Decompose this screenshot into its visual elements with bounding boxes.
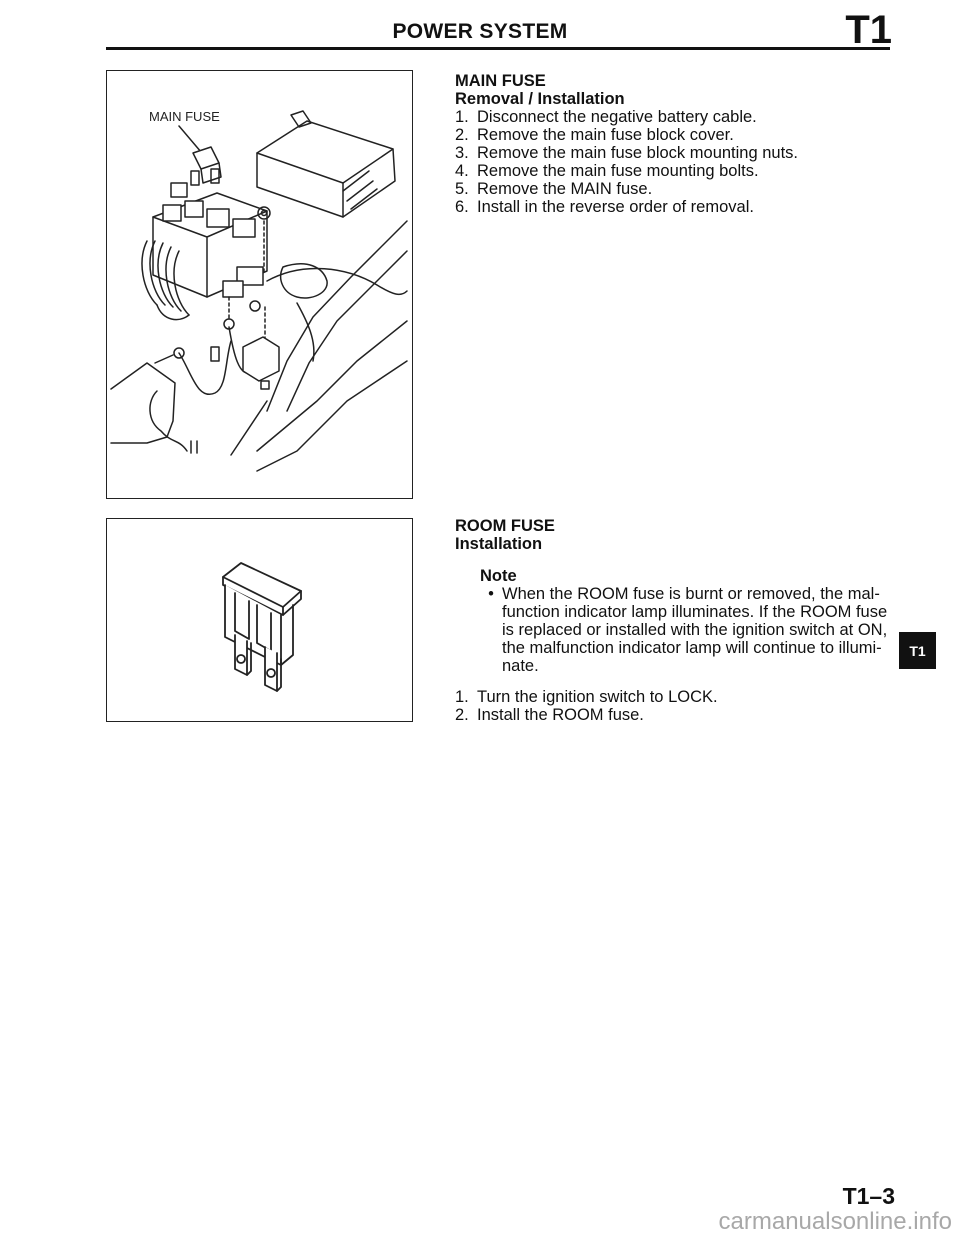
room-fuse-section: ROOM FUSE Installation — [455, 517, 895, 553]
list-item: 1. Disconnect the negative battery cable… — [455, 108, 895, 126]
blade-fuse-illustration — [222, 562, 302, 692]
watermark: carmanualsonline.info — [718, 1208, 952, 1235]
header-rule — [106, 47, 890, 50]
step-text: Remove the main fuse block mounting nuts… — [477, 144, 799, 162]
note-line: nate. — [502, 657, 539, 675]
main-fuse-callout: MAIN FUSE — [149, 109, 220, 124]
list-item: 4. Remove the main fuse mounting bolts. — [455, 162, 895, 180]
room-fuse-steps: 1. Turn the ignition switch to LOCK. 2. … — [455, 688, 895, 724]
step-number: 1. — [455, 108, 469, 126]
step-text: Turn the ignition switch to LOCK. — [477, 688, 718, 706]
note-block: Note • When the ROOM fuse is burnt or re… — [480, 567, 900, 675]
step-number: 4. — [455, 162, 469, 180]
main-fuse-block-illustration — [110, 110, 408, 472]
step-number: 3. — [455, 144, 469, 162]
section-code: T1 — [845, 8, 892, 52]
step-text: Install in the reverse order of removal. — [477, 198, 754, 216]
note-line: is replaced or installed with the igniti… — [502, 621, 888, 639]
step-text: Disconnect the negative battery cable. — [477, 108, 757, 126]
list-item: 2. Install the ROOM fuse. — [455, 706, 895, 724]
step-number: 2. — [455, 126, 469, 144]
list-item: 2. Remove the main fuse block cover. — [455, 126, 895, 144]
step-text: Install the ROOM fuse. — [477, 706, 644, 724]
note-text: When the ROOM fuse is burnt or removed, … — [502, 585, 900, 675]
page-title: POWER SYSTEM — [392, 20, 568, 43]
note-line: When the ROOM fuse is burnt or removed, … — [502, 585, 880, 603]
main-fuse-figure: MAIN FUSE — [106, 70, 413, 499]
note-line: the malfunction indicator lamp will cont… — [502, 639, 882, 657]
note-line: function indicator lamp illuminates. If … — [502, 603, 888, 621]
step-number: 2. — [455, 706, 469, 724]
list-item: 1. Turn the ignition switch to LOCK. — [455, 688, 895, 706]
step-number: 1. — [455, 688, 469, 706]
main-fuse-subheading: Removal / Installation — [455, 90, 625, 108]
page-number: T1–3 — [842, 1183, 895, 1209]
room-fuse-figure — [106, 518, 413, 722]
step-text: Remove the main fuse mounting bolts. — [477, 162, 759, 180]
note-item: • When the ROOM fuse is burnt or removed… — [480, 585, 900, 675]
step-number: 6. — [455, 198, 469, 216]
note-heading: Note — [480, 567, 517, 585]
step-number: 5. — [455, 180, 469, 198]
main-fuse-section: MAIN FUSE Removal / Installation 1. Disc… — [455, 72, 895, 216]
list-item: 3. Remove the main fuse block mounting n… — [455, 144, 895, 162]
step-text: Remove the main fuse block cover. — [477, 126, 734, 144]
list-item: 6. Install in the reverse order of remov… — [455, 198, 895, 216]
room-fuse-heading: ROOM FUSE — [455, 517, 555, 535]
list-item: 5. Remove the MAIN fuse. — [455, 180, 895, 198]
section-tab-marker: T1 — [899, 632, 936, 669]
main-fuse-heading: MAIN FUSE — [455, 72, 546, 90]
step-text: Remove the MAIN fuse. — [477, 180, 653, 198]
bullet-icon: • — [488, 585, 494, 603]
room-fuse-subheading: Installation — [455, 535, 543, 553]
